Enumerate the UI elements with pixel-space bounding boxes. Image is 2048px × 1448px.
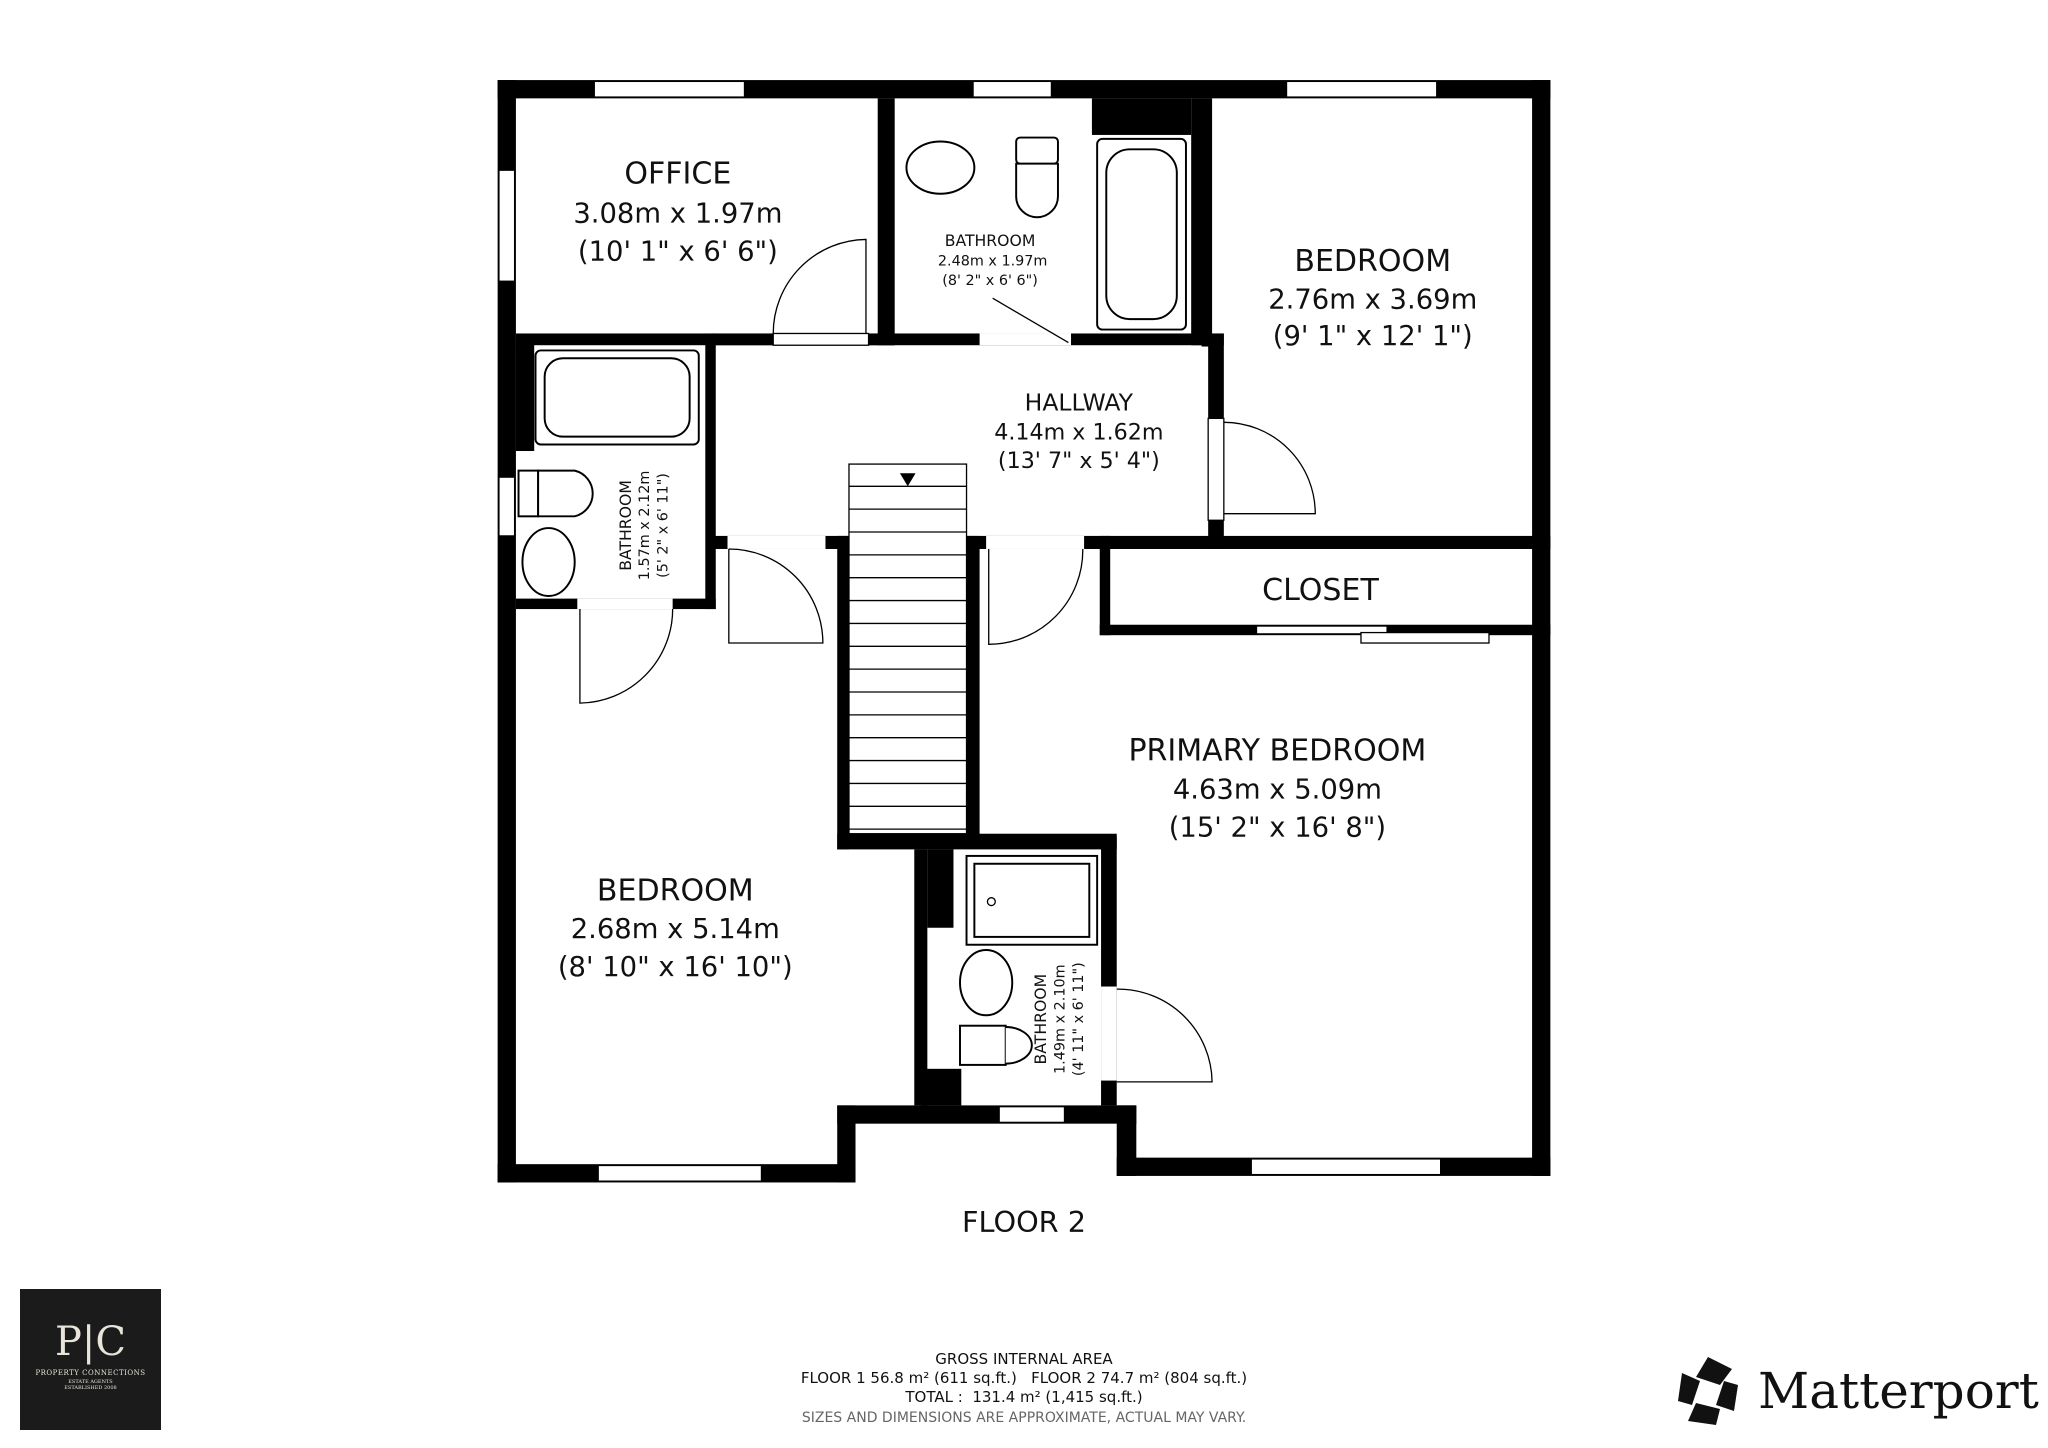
logo-line1: ESTATE AGENTS: [68, 1379, 113, 1385]
matterport-mark-icon: [1678, 1357, 1738, 1425]
room-imperial: (10' 1" x 6' 6"): [578, 236, 778, 267]
stair-arrow-icon: [899, 473, 916, 487]
room-metric: 1.49m x 2.10m: [1052, 964, 1068, 1074]
room-name: BATHROOM: [616, 480, 635, 571]
room-name: CLOSET: [1262, 573, 1379, 608]
doors: [577, 238, 1316, 1083]
room-imperial: (8' 10" x 16' 10"): [558, 952, 793, 983]
room-labels: OFFICE 3.08m x 1.97m (10' 1" x 6' 6") BA…: [558, 156, 1477, 1239]
room-imperial: (13' 7" x 5' 4"): [998, 448, 1160, 474]
room-metric: 3.08m x 1.97m: [573, 198, 782, 229]
logo-name: PROPERTY CONNECTIONS: [35, 1369, 146, 1377]
room-name: BATHROOM: [945, 231, 1036, 250]
room-name: OFFICE: [624, 156, 731, 191]
room-metric: 1.57m x 2.12m: [637, 471, 653, 581]
area-total: TOTAL : 131.4 m² (1,415 sq.ft.): [905, 1388, 1143, 1406]
room-imperial: (5' 2" x 6' 11"): [655, 473, 671, 578]
logo-monogram: P|C: [55, 1319, 126, 1365]
room-metric: 2.68m x 5.14m: [571, 914, 780, 945]
room-name: BEDROOM: [1294, 244, 1451, 279]
disclaimer: SIZES AND DIMENSIONS ARE APPROXIMATE, AC…: [801, 1410, 1247, 1426]
room-name: HALLWAY: [1025, 389, 1134, 417]
matterport-logo: Matterport: [1672, 1355, 2039, 1427]
room-imperial: (8' 2" x 6' 6"): [942, 273, 1038, 289]
stair-outline: [848, 463, 968, 835]
agent-logo: P|C PROPERTY CONNECTIONS ESTATE AGENTS E…: [20, 1289, 161, 1430]
room-name: BEDROOM: [597, 873, 754, 908]
room-metric: 2.76m x 3.69m: [1268, 285, 1477, 316]
logo-line2: ESTABLISHED 2008: [64, 1385, 117, 1391]
area-floors: FLOOR 1 56.8 m² (611 sq.ft.) FLOOR 2 74.…: [800, 1369, 1248, 1387]
brand-name: Matterport: [1758, 1362, 2039, 1420]
room-metric: 4.14m x 1.62m: [994, 419, 1163, 445]
room-imperial: (15' 2" x 16' 8"): [1169, 812, 1386, 843]
room-name: BATHROOM: [1031, 974, 1050, 1065]
floor-label: FLOOR 2: [962, 1205, 1086, 1239]
room-imperial: (4' 11" x 6' 11"): [1071, 962, 1087, 1076]
room-imperial: (9' 1" x 12' 1"): [1273, 321, 1473, 352]
room-name: PRIMARY BEDROOM: [1128, 734, 1426, 769]
room-metric: 2.48m x 1.97m: [938, 254, 1048, 270]
fixtures: [517, 136, 1187, 1066]
stairs: [848, 463, 968, 835]
area-heading: GROSS INTERNAL AREA: [935, 1350, 1113, 1368]
windows: [498, 80, 1490, 1182]
room-metric: 4.63m x 5.09m: [1173, 774, 1382, 805]
